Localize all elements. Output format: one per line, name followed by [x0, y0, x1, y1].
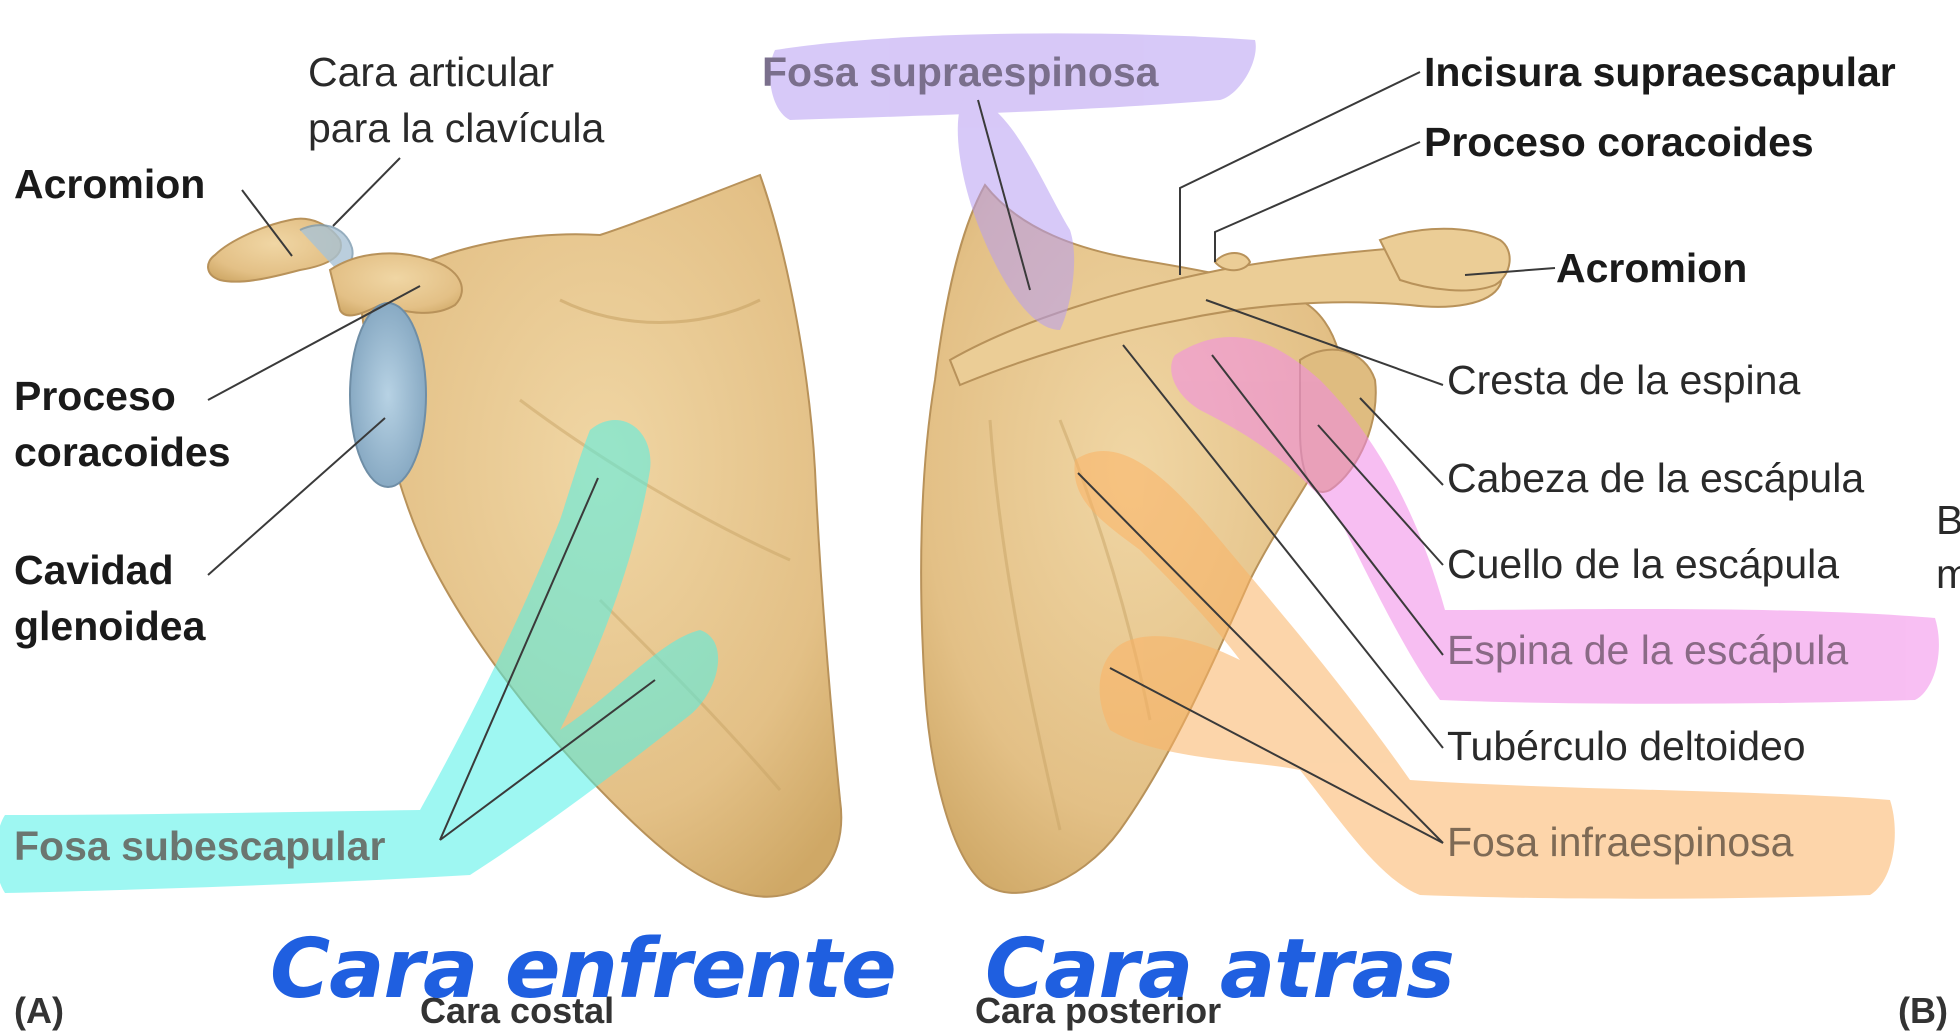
label-coracoid-left-line2: coracoides	[14, 429, 231, 475]
highlight-infraspinous	[1074, 451, 1895, 899]
highlight-subscapular	[0, 420, 719, 893]
label-infraspinous-fossa: Fosa infraespinosa	[1447, 819, 1794, 865]
panel-letter-b: (B)	[1898, 990, 1948, 1031]
label-articular-line1: Cara articular	[308, 49, 555, 95]
glenoid-cavity	[349, 302, 427, 488]
label-coracoid-left-line1: Proceso	[14, 373, 176, 419]
highlight-supraspinous	[770, 33, 1256, 120]
coracoid-anterior	[328, 252, 463, 317]
scapular-spine	[948, 243, 1503, 387]
label-subscapular-fossa: Fosa subescapular	[14, 823, 386, 869]
label-articular-line2: para la clavícula	[308, 105, 605, 151]
label-coracoid-right: Proceso coracoides	[1424, 119, 1814, 165]
label-edge-letter-2: m	[1936, 551, 1960, 597]
leader-lines	[207, 71, 1556, 844]
label-acromion-left: Acromion	[14, 161, 206, 207]
panel-letter-a: (A)	[14, 990, 64, 1031]
handwritten-back: Cara atras	[985, 922, 1455, 1017]
label-scapular-neck: Cuello de la escápula	[1447, 541, 1840, 587]
label-edge-letter-1: B	[1936, 497, 1960, 543]
label-glenoid-line1: Cavidad	[14, 547, 174, 593]
label-acromion-right: Acromion	[1556, 245, 1748, 291]
scapula-diagram	[0, 33, 1939, 899]
highlight-marks	[0, 33, 1939, 899]
label-deltoid-tubercle: Tubérculo deltoideo	[1447, 723, 1806, 769]
label-scapular-spine: Espina de la escápula	[1447, 627, 1849, 673]
handwritten-front: Cara enfrente	[270, 922, 897, 1017]
label-supraspinous-fossa: Fosa supraespinosa	[762, 49, 1159, 95]
label-glenoid-line2: glenoidea	[14, 603, 206, 649]
label-scapular-head: Cabeza de la escápula	[1447, 455, 1865, 501]
highlight-spine	[1171, 336, 1939, 704]
label-spine-crest: Cresta de la espina	[1447, 357, 1801, 403]
label-suprascapular-notch: Incisura supraescapular	[1424, 49, 1896, 95]
